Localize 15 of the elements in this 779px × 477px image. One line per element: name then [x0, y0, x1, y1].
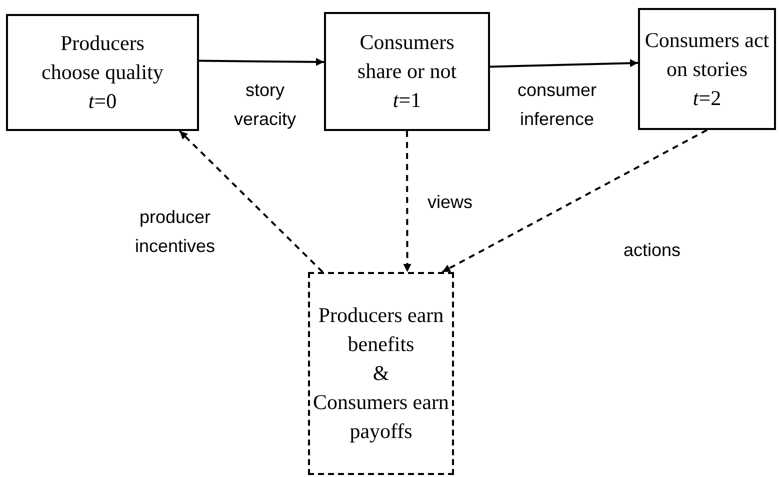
box-text: &	[372, 360, 390, 387]
box-text: Consumers earn payoffs	[312, 389, 450, 445]
arrow	[442, 129, 708, 273]
process-box	[6, 14, 199, 131]
box-text: t=1	[392, 87, 422, 114]
process-box	[324, 12, 490, 131]
arrow	[403, 131, 412, 272]
arrow	[490, 59, 638, 68]
box-text: Producers earn benefits	[317, 302, 445, 358]
box-text: t=2	[692, 84, 722, 112]
arrow	[198, 58, 324, 66]
box-text: t=0	[87, 88, 118, 115]
arrow	[179, 130, 324, 273]
process-box	[638, 8, 776, 130]
dashed-box	[308, 272, 454, 475]
